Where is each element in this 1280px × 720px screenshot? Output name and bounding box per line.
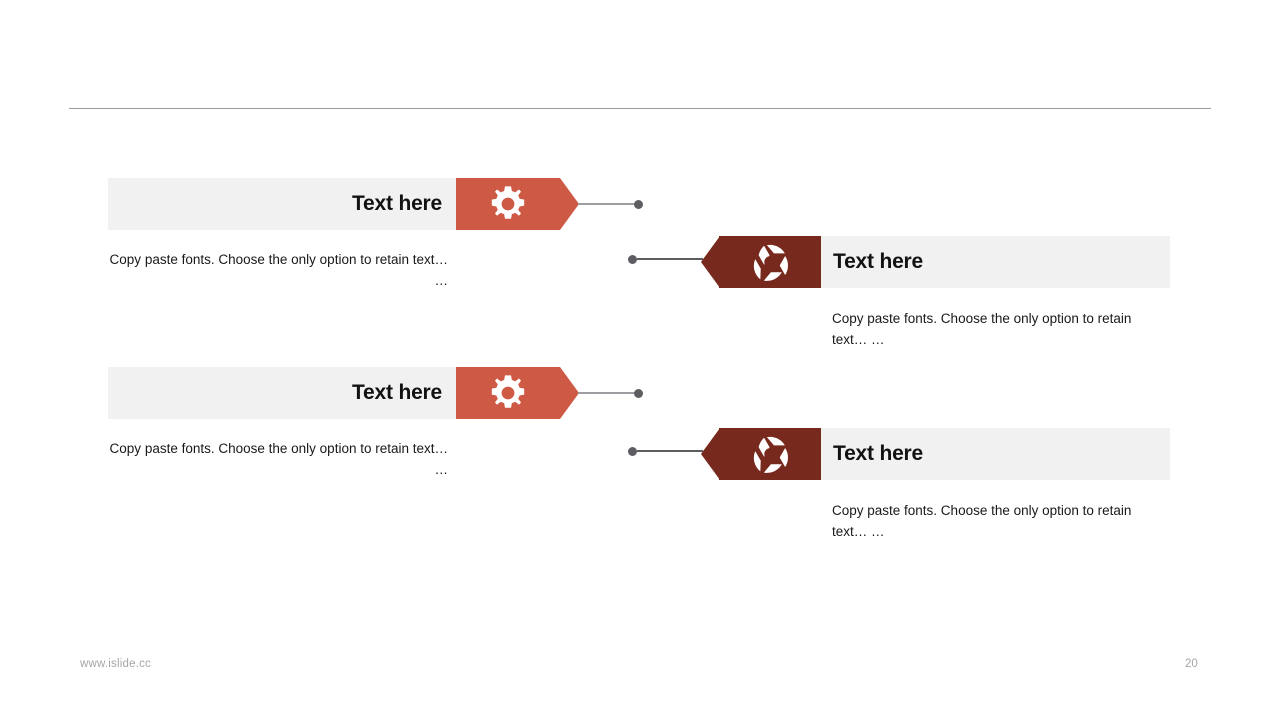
aperture-icon: [753, 436, 788, 473]
icon-tile[interactable]: [456, 178, 560, 230]
title-band: Text here: [821, 428, 1170, 480]
aperture-icon: [753, 244, 788, 281]
block-title: Text here: [833, 442, 924, 465]
block-title: Text here: [351, 192, 442, 215]
icon-tile[interactable]: [719, 428, 821, 480]
gear-icon: [491, 186, 525, 219]
connector-line: [637, 450, 703, 452]
icon-tile[interactable]: [456, 367, 560, 419]
title-band: Text here: [108, 178, 456, 230]
title-band: Text here: [821, 236, 1170, 288]
connector-dot: [628, 255, 637, 264]
block-description: Copy paste fonts. Choose the only option…: [832, 311, 1132, 347]
pointer-arrow: [560, 178, 579, 230]
block-description: Copy paste fonts. Choose the only option…: [109, 252, 448, 288]
block-description: Copy paste fonts. Choose the only option…: [832, 503, 1132, 539]
title-band: Text here: [108, 367, 456, 419]
gear-icon: [491, 375, 525, 408]
pointer-arrow: [560, 367, 579, 419]
block-description: Copy paste fonts. Choose the only option…: [109, 441, 448, 477]
block-title: Text here: [351, 381, 442, 404]
icon-tile[interactable]: [719, 236, 821, 288]
connector-dot: [628, 447, 637, 456]
page-number: 20: [1185, 658, 1198, 670]
connector-dot: [634, 389, 643, 398]
connector-line: [637, 258, 703, 260]
connector-line: [578, 392, 636, 394]
footer-url[interactable]: www.islide.cc: [80, 658, 151, 670]
connector-line: [578, 203, 636, 205]
block-title: Text here: [833, 250, 924, 273]
pointer-arrow: [701, 236, 720, 288]
connector-dot: [634, 200, 643, 209]
header-divider: [69, 108, 1211, 109]
pointer-arrow: [701, 428, 720, 480]
